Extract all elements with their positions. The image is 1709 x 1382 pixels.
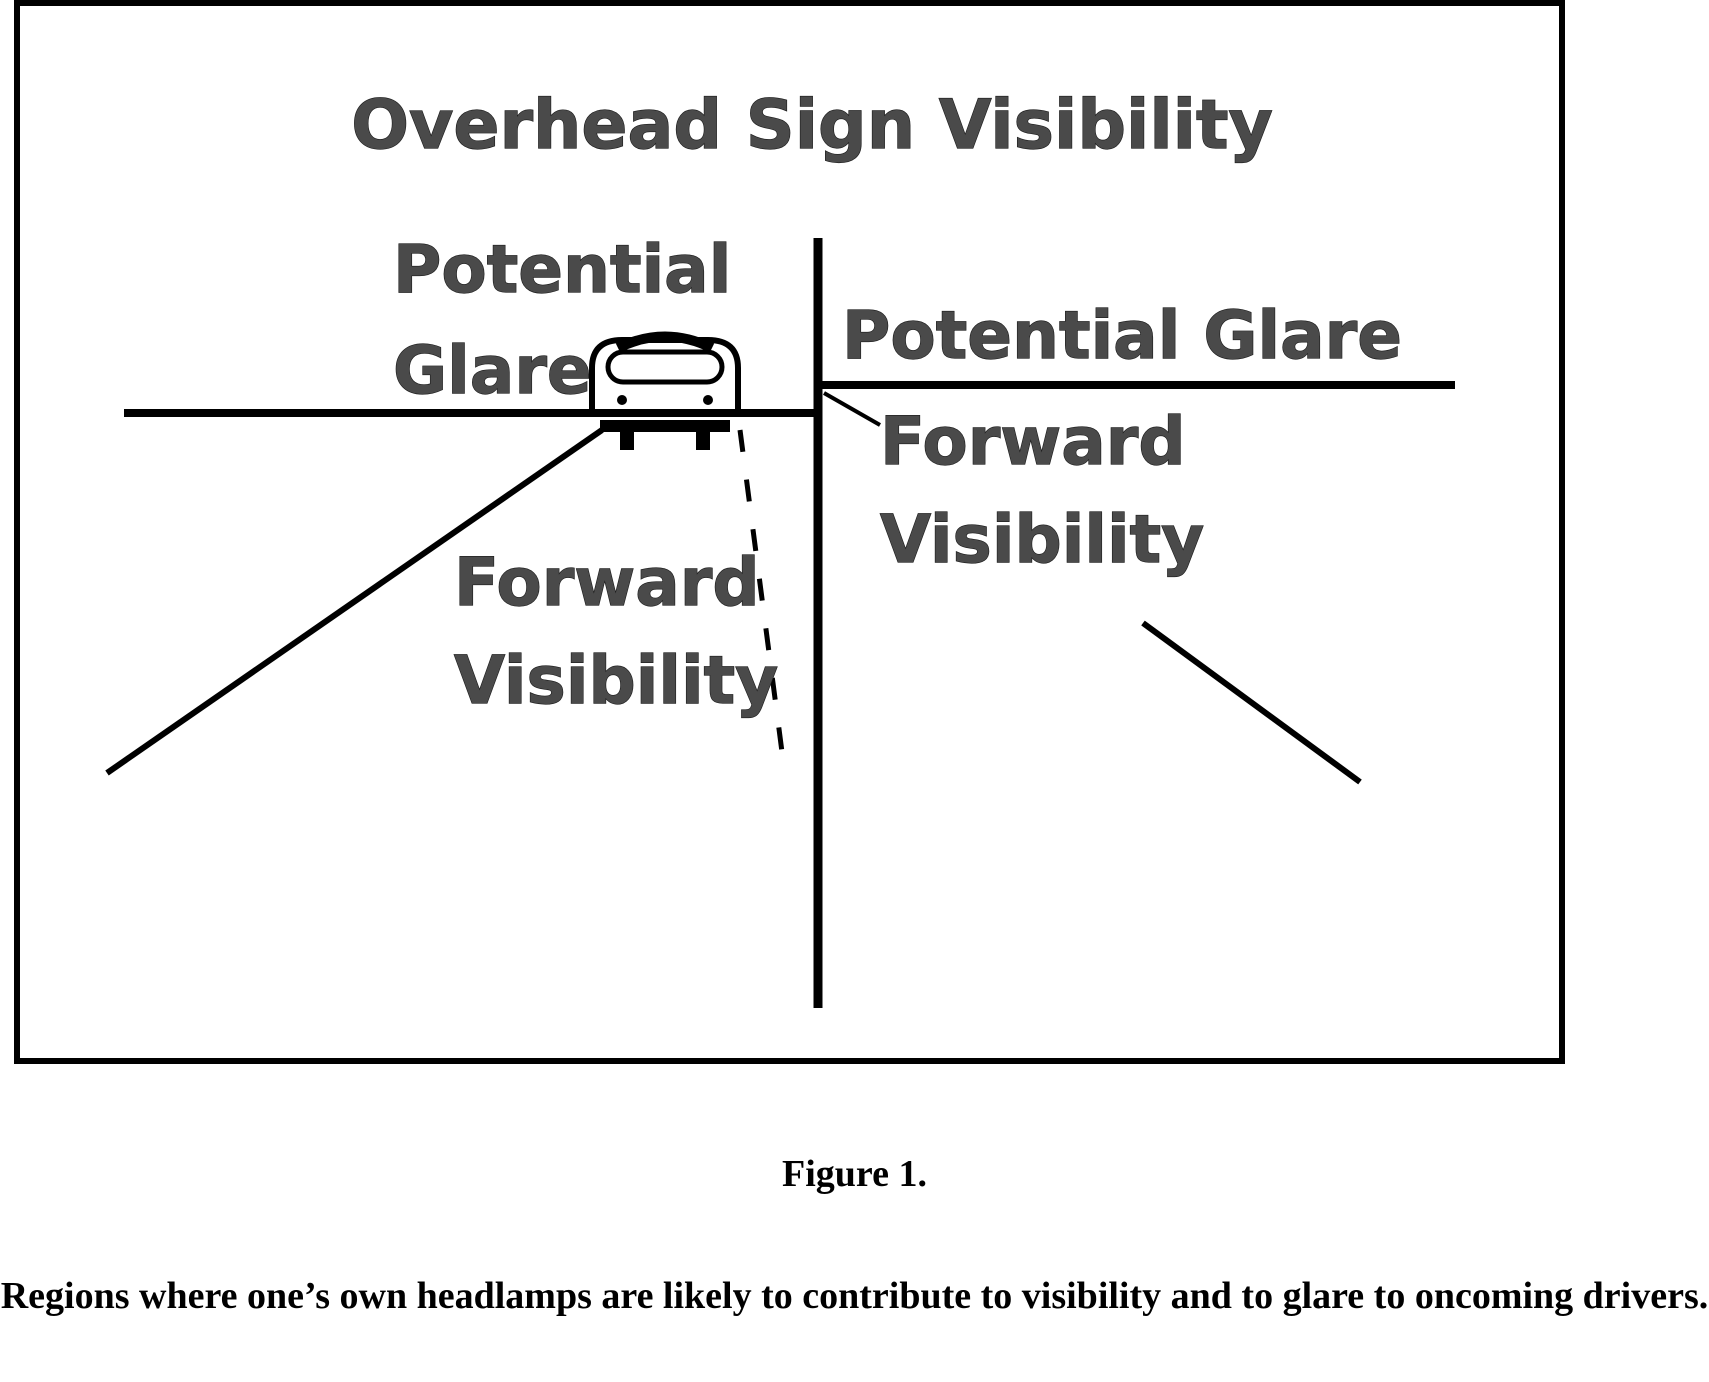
right-glare-label: Potential Glare [842,297,1402,374]
car-icon [589,331,741,450]
left-forward-dashed-boundary [737,429,788,776]
diagram-frame [14,0,1565,1064]
left-forward-label-line2: Visibility [454,642,778,719]
car-left-wheel [620,430,634,450]
left-forward-label-line1: Forward [454,544,760,621]
car-right-lamp [703,395,713,405]
left-glare-label-line1: Potential [393,231,731,308]
left-glare-label-line2: Glare [393,332,592,409]
left-beam-boundary [105,427,604,776]
right-beam-boundary [1141,620,1362,785]
figure-caption: Regions where one’s own headlamps are li… [0,1275,1709,1317]
figure-label: Figure 1. [782,1153,927,1195]
diagram-title: Overhead Sign Visibility [351,86,1273,165]
car-left-lamp [617,395,627,405]
car-bumper [600,420,730,432]
right-forward-connector [823,391,881,427]
right-forward-label-line2: Visibility [880,501,1204,578]
right-forward-label-line1: Forward [880,403,1186,480]
car-roof [615,331,715,353]
car-right-wheel [696,430,710,450]
car-rear-window [605,349,725,385]
diagram: Overhead Sign Visibility Potential Glare… [14,0,1565,1064]
